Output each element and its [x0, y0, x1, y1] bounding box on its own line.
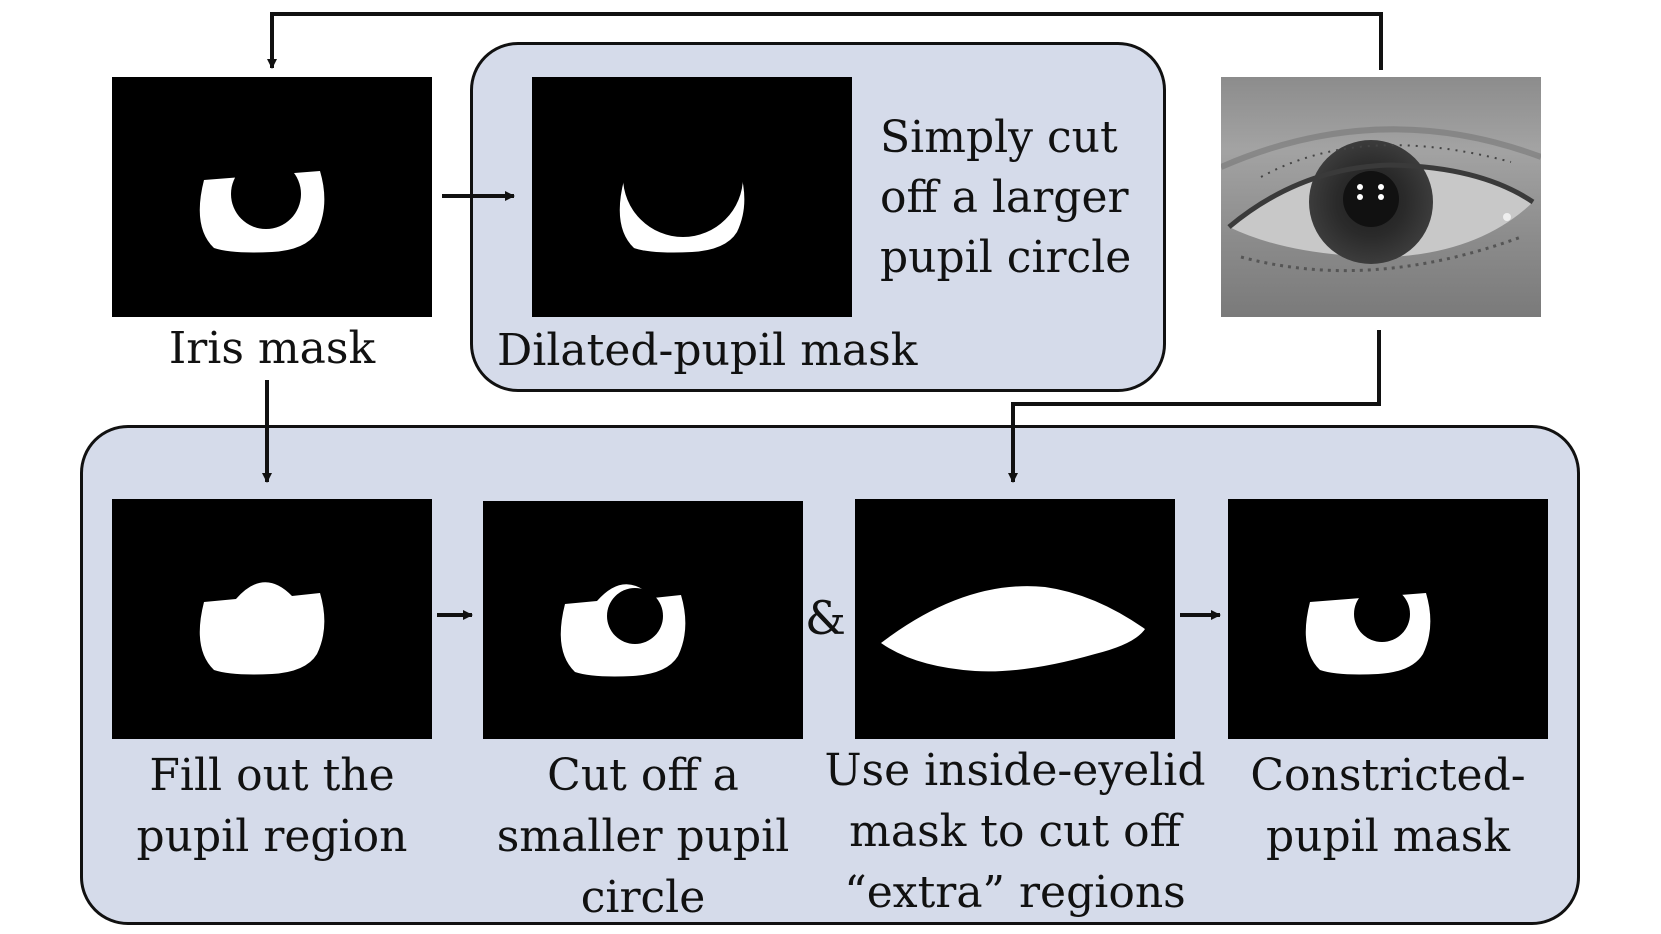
step2-label: Cut off a smaller pupil circle — [463, 745, 823, 928]
step2-line-3: circle — [580, 872, 706, 923]
constricted-pupil-mask-image — [1228, 499, 1548, 739]
step2-line-1: Cut off a — [547, 750, 739, 801]
and-operator: & — [805, 591, 846, 645]
dilated-pupil-mask-image — [532, 77, 852, 317]
iris-mask-image — [112, 77, 432, 317]
inside-eyelid-mask-image — [855, 499, 1175, 739]
filled-pupil-mask-image — [112, 499, 432, 739]
step3-line-1: Use inside-eyelid — [824, 745, 1206, 796]
eye-photo-drawing — [1221, 77, 1541, 317]
constricted-shape — [1305, 586, 1431, 675]
dilated-note-line-3: pupil circle — [880, 232, 1132, 283]
filled-shape — [199, 582, 325, 675]
iris-shape — [199, 159, 325, 253]
dilated-note-line-2: off a larger — [880, 172, 1129, 223]
dilated-pupil-mask-label: Dilated-pupil mask — [497, 325, 918, 376]
smaller-pupil-mask-image — [483, 501, 803, 739]
dilated-note-line-1: Simply cut — [880, 112, 1118, 163]
eye-photo — [1221, 77, 1541, 317]
iris-mask-label: Iris mask — [168, 323, 376, 374]
step1-line-1: Fill out the — [149, 750, 395, 801]
eyelid-shape — [881, 586, 1145, 672]
step2-line-2: smaller pupil — [496, 811, 790, 862]
photo-to-eyelid-arrow — [1008, 330, 1381, 483]
step4-line-1: Constricted- — [1250, 750, 1526, 801]
step3-label: Use inside-eyelid mask to cut off “extra… — [820, 740, 1210, 923]
dilated-shape — [619, 117, 745, 253]
step4-line-2: pupil mask — [1266, 811, 1510, 862]
photo-to-iris-arrow — [267, 12, 1383, 70]
step4-label: Constricted- pupil mask — [1228, 745, 1548, 867]
step3-line-2: mask to cut off — [849, 806, 1181, 857]
step3-line-3: “extra” regions — [844, 867, 1186, 918]
smaller-pupil-shape — [560, 584, 686, 677]
dilated-note: Simply cut off a larger pupil circle — [880, 108, 1131, 288]
step1-line-2: pupil region — [136, 811, 408, 862]
step1-label: Fill out the pupil region — [112, 745, 432, 867]
